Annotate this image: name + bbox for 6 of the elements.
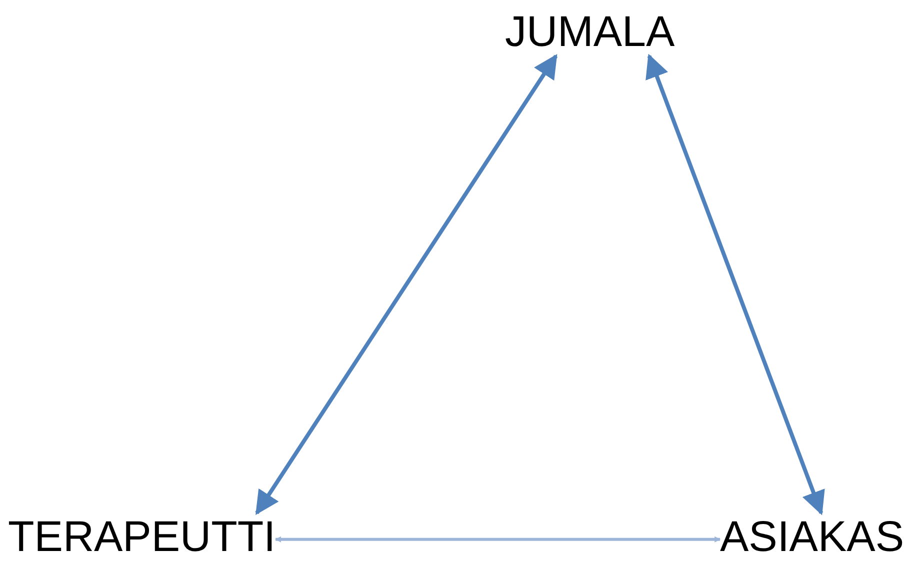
double-arrow (255, 54, 558, 515)
double-arrow (646, 54, 825, 516)
node-label: JUMALA (505, 8, 675, 56)
node-label: TERAPEUTTI (8, 513, 276, 561)
node-label: ASIAKAS (720, 513, 904, 561)
double-arrow (274, 536, 721, 542)
